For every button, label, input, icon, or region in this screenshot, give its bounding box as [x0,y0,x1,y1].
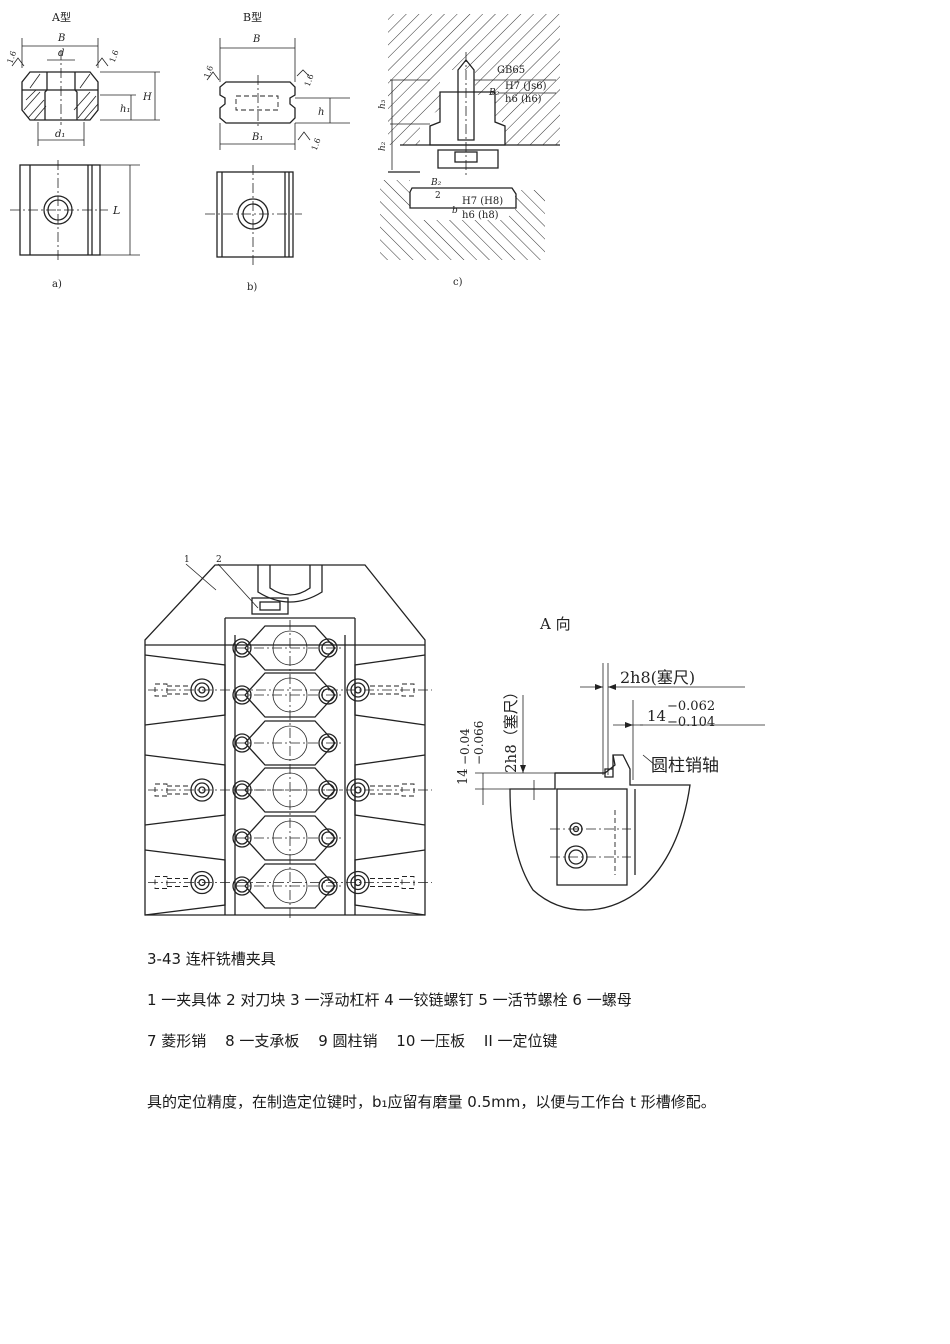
svg-text:B: B [252,34,260,45]
svg-text:h₂: h₂ [378,141,388,151]
legend-item: 7 菱形销 [147,1032,207,1050]
svg-text:c): c) [453,277,463,288]
svg-text:1.6: 1.6 [5,50,18,65]
svg-text:h: h [318,107,324,118]
svg-text:B: B [57,33,65,44]
legend-item: 9 圆柱销 [318,1032,378,1050]
legend-item: 8 一支承板 [225,1032,300,1050]
svg-text:−0.066: −0.066 [472,721,486,765]
svg-text:h6 (h6): h6 (h6) [505,94,542,105]
svg-text:B型: B型 [243,10,262,24]
figure-a-view: A 向 2h8(塞尺) 14 −0.062 −0.104 圆柱销轴 14 −0.… [455,605,785,925]
svg-text:d₁: d₁ [55,129,65,140]
fig-c-assembly: h₃ h₂ GB65 H7 (Js6) B₂ h6 (h6) B₂ 2 H7 (… [378,14,560,288]
part-label-1: 1 [184,555,190,565]
view-title: A 向 [539,615,571,633]
svg-text:1.6: 1.6 [303,73,316,88]
svg-text:h₁: h₁ [120,104,130,115]
fig-b-plan: b) [205,165,302,293]
gap-label: 2h8(塞尺) [620,668,695,687]
svg-text:1.6: 1.6 [202,64,215,79]
legend-item: 10 一压板 [396,1032,466,1050]
svg-text:GB65: GB65 [497,65,525,76]
svg-text:2: 2 [435,191,441,201]
svg-text:b): b) [247,282,257,293]
svg-text:b: b [452,206,458,216]
figure-positioning-keys: A型 B d 1.6 1.6 H h₁ [0,0,600,300]
figure-caption-title: 3-43 连杆铣槽夹具 [147,950,276,968]
figure-fixture-plan: 1 2 [140,550,440,925]
svg-text:14: 14 [647,707,666,725]
svg-text:a): a) [52,279,62,290]
svg-text:H7 (H8): H7 (H8) [462,196,503,207]
svg-text:L: L [112,204,120,217]
body-paragraph: 具的定位精度，在制造定位键时，b₁应留有磨量 0.5mm，以便与工作台 t 形槽… [147,1093,716,1111]
svg-text:h₃: h₃ [378,99,388,109]
svg-text:14: 14 [456,768,471,785]
svg-text:B₂: B₂ [430,178,442,188]
fig-a-plan: L a) [10,160,140,290]
svg-text:−0.04: −0.04 [458,728,472,765]
svg-text:−0.062: −0.062 [667,699,715,714]
fig-a-section: A型 B d 1.6 1.6 H h₁ [5,10,160,146]
svg-text:B₁: B₁ [251,132,263,143]
fig-b-section: B型 B 1.6 1.6 h B₁ 1.6 [202,10,350,152]
svg-text:1.6: 1.6 [310,137,323,152]
pin-label: 圆柱销轴 [651,756,719,776]
legend-line-2: 7 菱形销 8 一支承板 9 圆柱销 10 一压板 II 一定位键 [147,1030,572,1051]
legend-item: II 一定位键 [483,1032,558,1050]
fig-a-title: A型 [51,10,71,24]
svg-text:H7 (Js6): H7 (Js6) [505,81,547,92]
part-label-2: 2 [216,555,222,565]
svg-text:h6 (h8): h6 (h8) [462,210,499,221]
svg-text:H: H [142,92,152,103]
legend-line-1: 1 一夹具体 2 对刀块 3 一浮动杠杆 4 一铰链螺钉 5 一活节螺栓 6 一… [147,991,632,1009]
svg-text:2h8（塞尺）: 2h8（塞尺） [502,684,520,773]
svg-text:−0.104: −0.104 [667,715,715,730]
svg-text:1.6: 1.6 [108,49,121,64]
svg-text:B₂: B₂ [488,88,500,98]
